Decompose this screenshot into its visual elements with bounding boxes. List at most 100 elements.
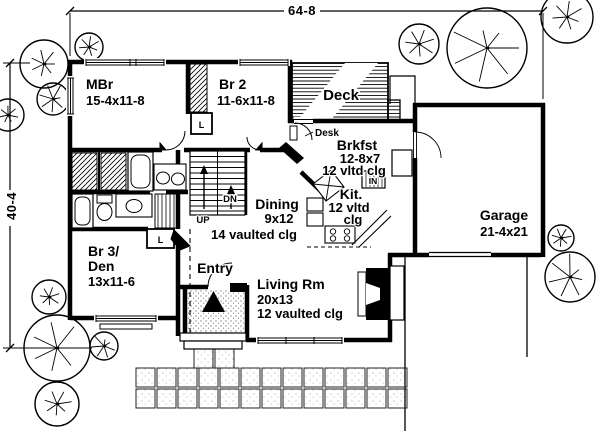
sink-2	[171, 172, 185, 186]
front-door-jamb	[230, 283, 247, 292]
label-kit-name: Kit.	[340, 186, 363, 202]
deck-area	[291, 62, 416, 122]
fireplace	[357, 265, 405, 321]
toilet-bowl	[96, 203, 113, 221]
label-stairs-up: UP	[196, 215, 210, 226]
hall-closet	[154, 193, 179, 229]
tree-icon	[540, 0, 594, 44]
label-br3-name1: Br 3/	[88, 243, 119, 259]
paver-stone	[240, 367, 261, 388]
porch-step-1	[179, 332, 247, 342]
tree-icon	[89, 331, 119, 361]
paver-stone	[324, 367, 345, 388]
paver-stone	[135, 388, 156, 409]
pantry-cabinet	[361, 170, 386, 189]
paver-stone	[303, 367, 324, 388]
linen-closet-upper-box	[190, 112, 213, 135]
paver-stone	[177, 367, 198, 388]
hearth	[357, 271, 367, 317]
paver-stone	[303, 388, 324, 409]
angled-counter	[351, 209, 392, 248]
mbr-closet-2	[100, 152, 127, 191]
tree-icon	[446, 7, 528, 89]
paver-stone	[214, 348, 235, 369]
label-mbr-size: 15-4x11-8	[86, 93, 145, 108]
paver-stone	[261, 367, 282, 388]
kitchen-fixtures	[306, 149, 413, 248]
label-linen-upper: L	[199, 120, 205, 130]
tree-icon	[31, 279, 67, 315]
windows	[66, 58, 491, 344]
label-desk: Desk	[315, 128, 339, 139]
refrigerator	[391, 149, 413, 177]
label-pantry: IN	[369, 176, 378, 186]
overall-width-label: 64-8	[288, 3, 316, 18]
deck-door-swing	[294, 122, 313, 141]
dimension-lines	[3, 6, 548, 353]
interior-fixtures	[71, 63, 413, 350]
paver-stone	[345, 388, 366, 409]
paver-stone	[366, 388, 387, 409]
br2-closet	[189, 63, 208, 113]
label-living-name: Living Rm	[257, 276, 325, 292]
paver-stone	[366, 367, 387, 388]
window-living-bottom	[256, 336, 344, 344]
garage-service-door	[411, 131, 442, 159]
paver-stone	[282, 388, 303, 409]
doors	[159, 130, 263, 251]
window-mbr-top	[84, 58, 166, 66]
porch-marker-triangle	[202, 291, 225, 312]
counter-1	[306, 197, 324, 212]
label-brkfst-size: 12-8x7	[340, 151, 380, 166]
label-brkfst-clg: 12 vltd clg	[322, 163, 386, 178]
rear-stoop	[389, 75, 416, 104]
tree-icon	[34, 381, 80, 427]
deck-door-opening	[294, 117, 313, 125]
window-br2-top	[238, 58, 290, 66]
paver-stone	[198, 388, 219, 409]
label-dining-clg: 14 vaulted clg	[211, 227, 297, 242]
mbr-closet-1	[71, 152, 98, 191]
garage-door	[429, 251, 491, 258]
label-br3-name2: Den	[88, 258, 114, 274]
tree-icon	[398, 23, 440, 65]
br2-door-jamb	[254, 141, 263, 151]
label-dining-size: 9x12	[265, 211, 294, 226]
overall-depth-label: 40-4	[4, 192, 19, 220]
porch-step-2	[183, 340, 243, 350]
paver-stone	[219, 388, 240, 409]
label-entry: Entry	[197, 260, 233, 276]
paver-stone	[240, 388, 261, 409]
paver-stone	[282, 367, 303, 388]
label-deck: Deck	[323, 87, 360, 104]
paver-stone	[324, 388, 345, 409]
label-garage-size: 21-4x21	[480, 224, 528, 239]
front-door-swing	[207, 262, 233, 288]
tree-icon	[0, 98, 25, 132]
window-mbr-left	[66, 76, 74, 116]
driveway	[404, 257, 528, 431]
label-br3-size: 13x11-6	[88, 274, 135, 289]
labels: 64-8 40-4 MBr 15-4x11-8 Br 2 11-6x11-8 D…	[3, 2, 530, 323]
counter-2	[306, 212, 324, 227]
desk-unit	[289, 125, 298, 141]
sink-1	[156, 171, 170, 185]
label-br2-name: Br 2	[219, 76, 246, 92]
label-living-size: 20x13	[257, 292, 293, 307]
label-living-clg: 12 vaulted clg	[257, 306, 343, 321]
tree-icon	[544, 251, 596, 303]
angled-door-jamb	[279, 142, 304, 164]
desk-pointer	[304, 131, 314, 137]
paver-stone	[135, 367, 156, 388]
chimney-bump	[389, 265, 405, 321]
tree-icon	[547, 224, 575, 252]
paver-walkway	[135, 348, 408, 409]
paver-stone	[261, 388, 282, 409]
stairs	[189, 150, 246, 216]
toilet-tank	[96, 194, 113, 204]
paver-stone	[156, 367, 177, 388]
paver-stone	[198, 367, 219, 388]
paver-stone	[177, 388, 198, 409]
